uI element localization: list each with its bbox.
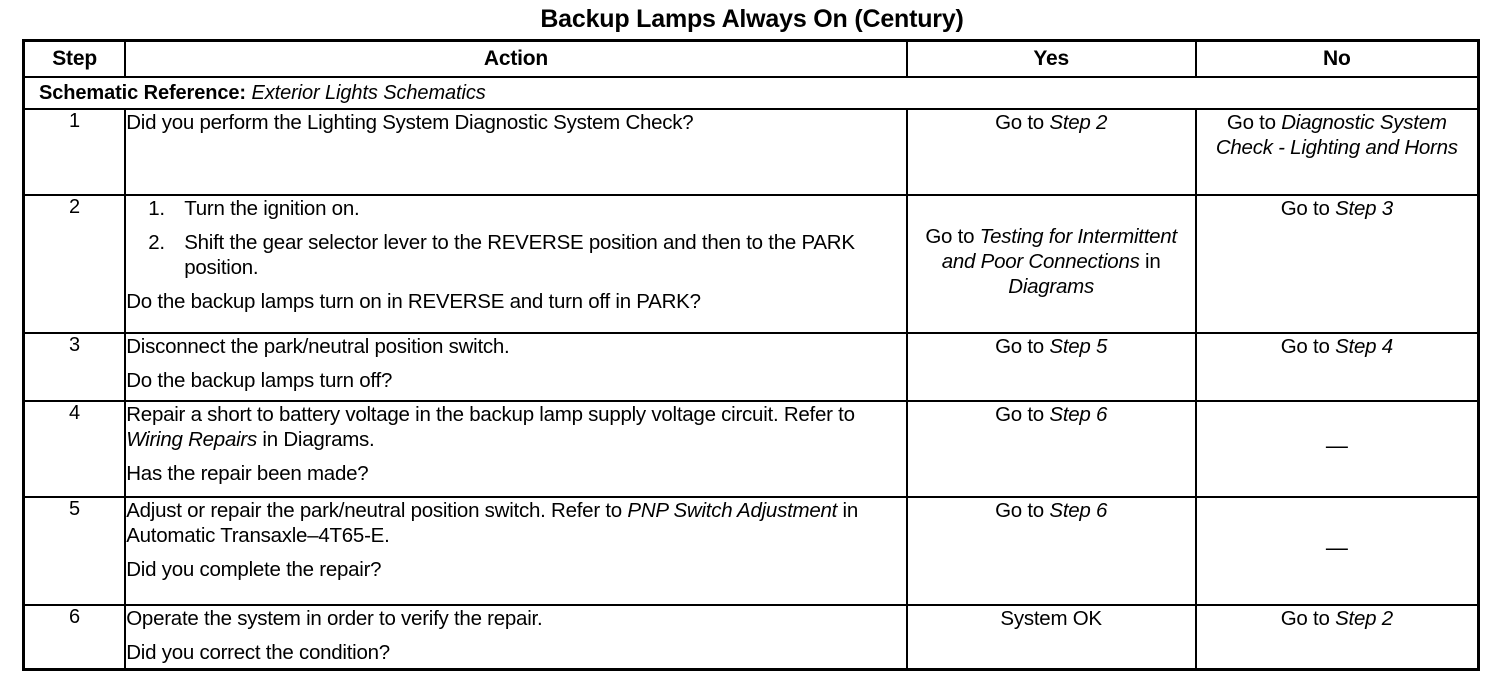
action-cell: Disconnect the park/neutral position swi… <box>124 332 908 402</box>
em-dash: — <box>1325 534 1348 560</box>
action-question: Do the backup lamps turn on in REVERSE a… <box>126 290 701 313</box>
yes-cell: Go to Testing for Intermittent and Poor … <box>905 194 1197 334</box>
action-question: Do the backup lamps turn off? <box>126 369 393 392</box>
page-title: Backup Lamps Always On (Century) <box>540 5 964 33</box>
em-dash: — <box>1325 432 1348 458</box>
table-row: 1 Did you perform the Lighting System Di… <box>22 108 1480 196</box>
action-question: Did you correct the condition? <box>126 641 390 664</box>
goto-reference: Step 3 <box>1335 197 1393 220</box>
list-item: 1. Turn the ignition on. <box>126 196 905 221</box>
list-text: Turn the ignition on. <box>184 197 360 220</box>
table-header-row: Step Action Yes No <box>22 39 1480 78</box>
action-reference: PNP Switch Adjustment <box>627 499 838 522</box>
goto-prefix: Go to <box>1280 607 1336 630</box>
action-text: Disconnect the park/neutral position swi… <box>126 335 510 358</box>
no-cell: Go to Diagnostic System Check - Lighting… <box>1194 108 1480 196</box>
action-cell: Adjust or repair the park/neutral positi… <box>124 496 908 606</box>
action-text: Operate the system in order to verify th… <box>126 607 543 630</box>
goto-reference-secondary: Diagrams <box>1008 274 1094 298</box>
goto-prefix: Go to <box>1280 335 1336 358</box>
action-step-list: 1. Turn the ignition on. 2. Shift the gear… <box>126 196 905 280</box>
goto-reference: Step 2 <box>1335 607 1393 630</box>
goto-reference: Diagnostic System Check - Lighting and H… <box>1215 111 1458 159</box>
table-row: 6 Operate the system in order to verify … <box>22 604 1480 671</box>
action-text: Adjust or repair the park/neutral positi… <box>126 498 905 548</box>
table-row: 2 1. Turn the ignition on. 2. Shift the ge… <box>22 194 1480 334</box>
list-item: 2. Shift the gear selector lever to the R… <box>126 230 905 280</box>
action-cell: Did you perform the Lighting System Diag… <box>124 108 908 196</box>
schematic-reference-cell: Schematic Reference: Exterior Lights Sch… <box>22 76 1480 110</box>
schematic-reference-value: Exterior Lights Schematics <box>251 81 486 104</box>
no-cell: Go to Step 4 <box>1194 332 1480 402</box>
table-row: 5 Adjust or repair the park/neutral posi… <box>22 496 1480 606</box>
yes-cell: Go to Step 6 <box>905 496 1197 606</box>
goto-reference: Testing for Intermittent and Poor Connec… <box>941 224 1177 273</box>
action-text: Did you perform the Lighting System Diag… <box>126 111 694 134</box>
action-cell: Operate the system in order to verify th… <box>124 604 908 671</box>
column-header-action: Action <box>124 39 908 78</box>
no-cell: Go to Step 3 <box>1194 194 1480 334</box>
no-cell: — <box>1194 400 1480 498</box>
column-header-step: Step <box>22 39 127 78</box>
column-header-no: No <box>1194 39 1480 78</box>
goto-prefix: Go to <box>995 111 1050 134</box>
schematic-reference-row: Schematic Reference: Exterior Lights Sch… <box>22 76 1480 110</box>
step-number: 6 <box>22 604 127 671</box>
yes-cell: Go to Step 6 <box>905 400 1197 498</box>
list-marker: 2. <box>148 231 165 254</box>
goto-prefix: Go to <box>1280 197 1336 220</box>
action-reference: Wiring Repairs <box>126 428 257 451</box>
diagnostic-table-container: Step Action Yes No Schematic Reference: … <box>22 39 1480 671</box>
goto-prefix: Go to <box>995 403 1050 426</box>
step-number: 2 <box>22 194 127 334</box>
action-question: Did you complete the repair? <box>126 558 382 581</box>
step-number: 4 <box>22 400 127 498</box>
step-number: 5 <box>22 496 127 606</box>
goto-connector: in <box>1139 249 1161 273</box>
action-text-part: Repair a short to battery voltage in the… <box>126 403 855 426</box>
list-text: Shift the gear selector lever to the REV… <box>184 231 855 279</box>
action-text-part: in Diagrams. <box>256 428 375 451</box>
list-marker: 1. <box>148 197 165 220</box>
step-number: 1 <box>22 108 127 196</box>
column-header-yes: Yes <box>905 39 1197 78</box>
goto-prefix: Go to <box>1226 111 1282 134</box>
action-text-part: in Automatic Transaxle–4T65-E. <box>126 499 859 547</box>
action-question: Has the repair been made? <box>126 462 369 485</box>
goto-reference: Step 5 <box>1049 335 1108 358</box>
diagnostic-table: Step Action Yes No Schematic Reference: … <box>22 39 1480 671</box>
goto-prefix: Go to <box>925 224 980 248</box>
step-number: 3 <box>22 332 127 402</box>
no-cell: Go to Step 2 <box>1194 604 1480 671</box>
action-cell: Repair a short to battery voltage in the… <box>124 400 908 498</box>
goto-prefix: Go to <box>995 499 1050 522</box>
goto-reference: Step 6 <box>1049 403 1108 426</box>
goto-reference: Step 4 <box>1335 335 1393 358</box>
no-cell: — <box>1194 496 1480 606</box>
goto-prefix: Go to <box>995 335 1050 358</box>
schematic-reference-label: Schematic Reference: <box>39 81 246 104</box>
action-text-part: Adjust or repair the park/neutral positi… <box>126 499 628 522</box>
yes-cell: System OK <box>905 604 1197 671</box>
goto-reference: Step 2 <box>1049 111 1108 134</box>
action-cell: 1. Turn the ignition on. 2. Shift the gear… <box>124 194 908 334</box>
action-text: Repair a short to battery voltage in the… <box>126 402 905 452</box>
table-row: 3 Disconnect the park/neutral position s… <box>22 332 1480 402</box>
yes-cell: Go to Step 2 <box>905 108 1197 196</box>
table-row: 4 Repair a short to battery voltage in t… <box>22 400 1480 498</box>
yes-cell: Go to Step 5 <box>905 332 1197 402</box>
goto-reference: Step 6 <box>1049 499 1108 522</box>
